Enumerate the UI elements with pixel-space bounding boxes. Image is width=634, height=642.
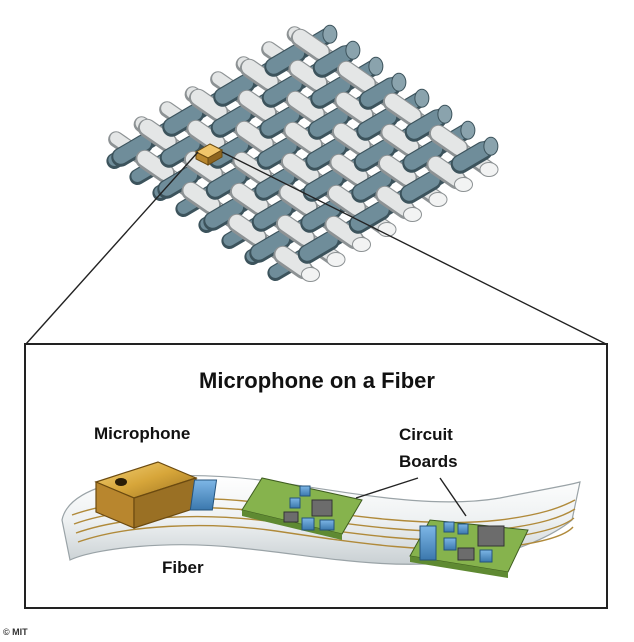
woven-fabric: [106, 24, 499, 282]
circuit-board-1: [189, 477, 363, 540]
microphone-package: [94, 461, 198, 529]
microphone-label: Microphone: [94, 424, 191, 443]
label-pointer-board-1: [355, 477, 419, 499]
diagram-title: Microphone on a Fiber: [199, 368, 435, 393]
weave-crossings: [111, 24, 499, 282]
circuit-boards-label-line1: Circuit: [399, 425, 453, 444]
zoom-line-right: [221, 151, 607, 345]
microphone-port: [115, 478, 127, 486]
circuit-boards-label-line2: Boards: [399, 452, 458, 471]
zoom-line-left: [25, 151, 199, 345]
circuit-board-2: [409, 519, 529, 578]
image-credit: © MIT: [3, 627, 28, 637]
label-pointer-board-2: [439, 477, 467, 517]
fabric-device-chip: [194, 143, 224, 166]
fiber-label: Fiber: [162, 558, 204, 577]
